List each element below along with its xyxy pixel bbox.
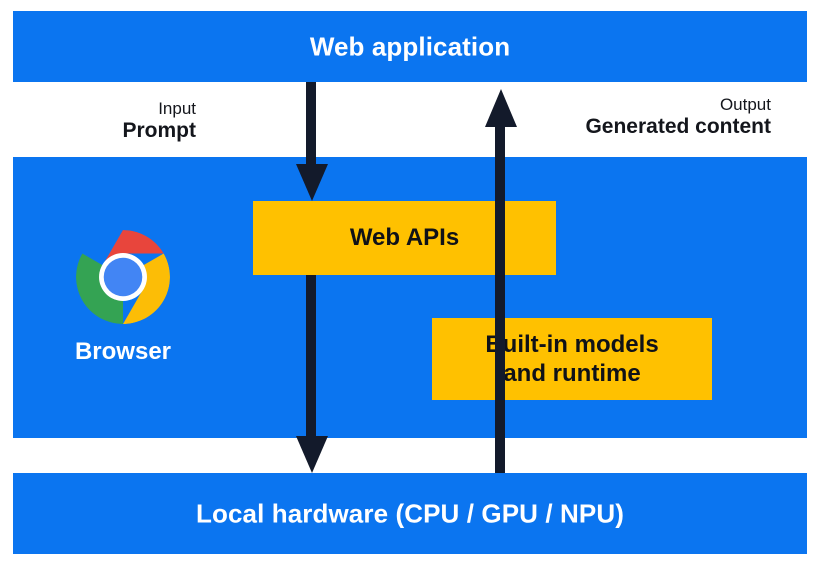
output-arrow-head — [485, 89, 517, 127]
input-annotation: Input Prompt — [0, 99, 197, 144]
local-hardware-label: Local hardware (CPU / GPU / NPU) — [196, 498, 624, 528]
built-in-models-label: Built-in models and runtime — [485, 330, 658, 389]
box-web-apis: Web APIs — [253, 201, 556, 275]
input-arrow-head-lower — [296, 436, 328, 473]
layer-local-hardware: Local hardware (CPU / GPU / NPU) — [13, 473, 807, 554]
web-application-label: Web application — [309, 31, 511, 61]
input-arrow-head-upper — [296, 164, 328, 201]
built-in-models-line1: Built-in models — [485, 330, 659, 358]
input-arrow-shaft-lower — [306, 275, 316, 437]
output-annotation: Output Generated content — [470, 95, 771, 140]
browser-label: Browser — [74, 338, 172, 365]
input-kind-label: Input — [158, 99, 196, 118]
input-arrow-shaft-upper — [306, 82, 316, 168]
output-value-label: Generated content — [585, 115, 771, 139]
web-apis-label: Web APIs — [349, 224, 460, 252]
chrome-logo-icon — [76, 230, 170, 324]
input-value-label: Prompt — [122, 119, 197, 143]
built-in-models-line2: and runtime — [503, 360, 641, 387]
layer-web-application: Web application — [13, 11, 807, 82]
box-built-in-models-and-runtime: Built-in models and runtime — [432, 318, 712, 400]
output-kind-label: Output — [719, 95, 771, 114]
output-arrow-shaft — [495, 127, 505, 474]
